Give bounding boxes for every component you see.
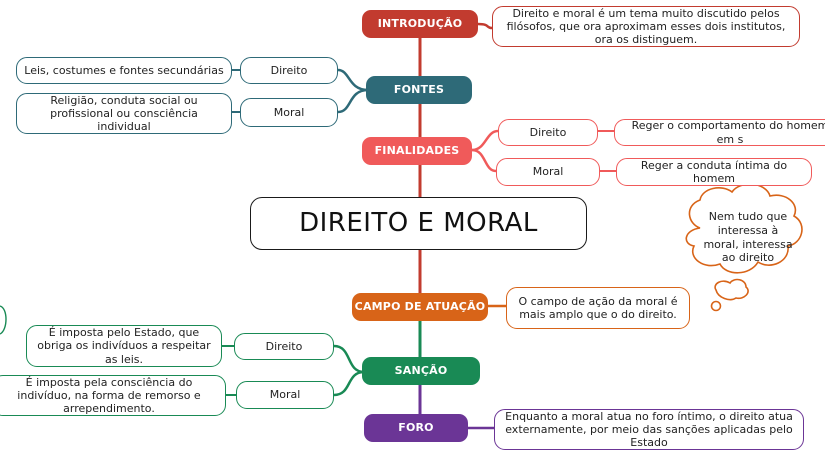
link-fontes-moral [337,88,369,114]
fontes-direito-node[interactable]: Direito [240,57,338,84]
link-introducao-note [477,22,493,30]
link-sancao-moral [333,370,365,397]
finalidades-direito-node[interactable]: Direito [498,119,598,146]
foro-note[interactable]: Enquanto a moral atua no foro íntimo, o … [494,409,804,450]
branch-campo-de-atuacao[interactable]: CAMPO DE ATUAÇÃO [352,293,488,321]
fontes-moral-desc[interactable]: Religião, conduta social ou profissional… [16,93,232,134]
branch-fontes[interactable]: FONTES [366,76,472,104]
branch-introducao[interactable]: INTRODUÇÃO [362,10,478,38]
left-edge-partial-cloud [0,305,7,335]
thought-cloud-text: Nem tudo que interessa à moral, interess… [703,210,793,265]
link-fontes-direito [337,68,369,92]
fontes-direito-desc[interactable]: Leis, costumes e fontes secundárias [16,57,232,84]
introducao-note[interactable]: Direito e moral é um tema muito discutid… [492,6,800,47]
sancao-moral-desc[interactable]: É imposta pela consciência do indivíduo,… [0,375,226,416]
fontes-moral-node[interactable]: Moral [240,98,338,127]
campo-note[interactable]: O campo de ação da moral é mais amplo qu… [506,287,690,329]
sancao-direito-node[interactable]: Direito [234,333,334,360]
branch-foro[interactable]: FORO [364,414,468,442]
link-finalidades-direito [471,129,499,152]
finalidades-moral-desc[interactable]: Reger a conduta íntima do homem [616,158,812,186]
link-finalidades-moral [471,148,497,173]
sancao-moral-node[interactable]: Moral [236,381,334,409]
branch-finalidades[interactable]: FINALIDADES [362,137,472,165]
finalidades-moral-node[interactable]: Moral [496,158,600,186]
thought-cloud [685,183,803,312]
finalidades-direito-desc[interactable]: Reger o comportamento do homem em s [614,119,825,146]
central-topic[interactable]: DIREITO E MORAL [250,197,587,250]
sancao-direito-desc[interactable]: É imposta pelo Estado, que obriga os ind… [26,325,222,367]
branch-sancao[interactable]: SANÇÃO [362,357,480,385]
link-sancao-direito [333,344,365,374]
